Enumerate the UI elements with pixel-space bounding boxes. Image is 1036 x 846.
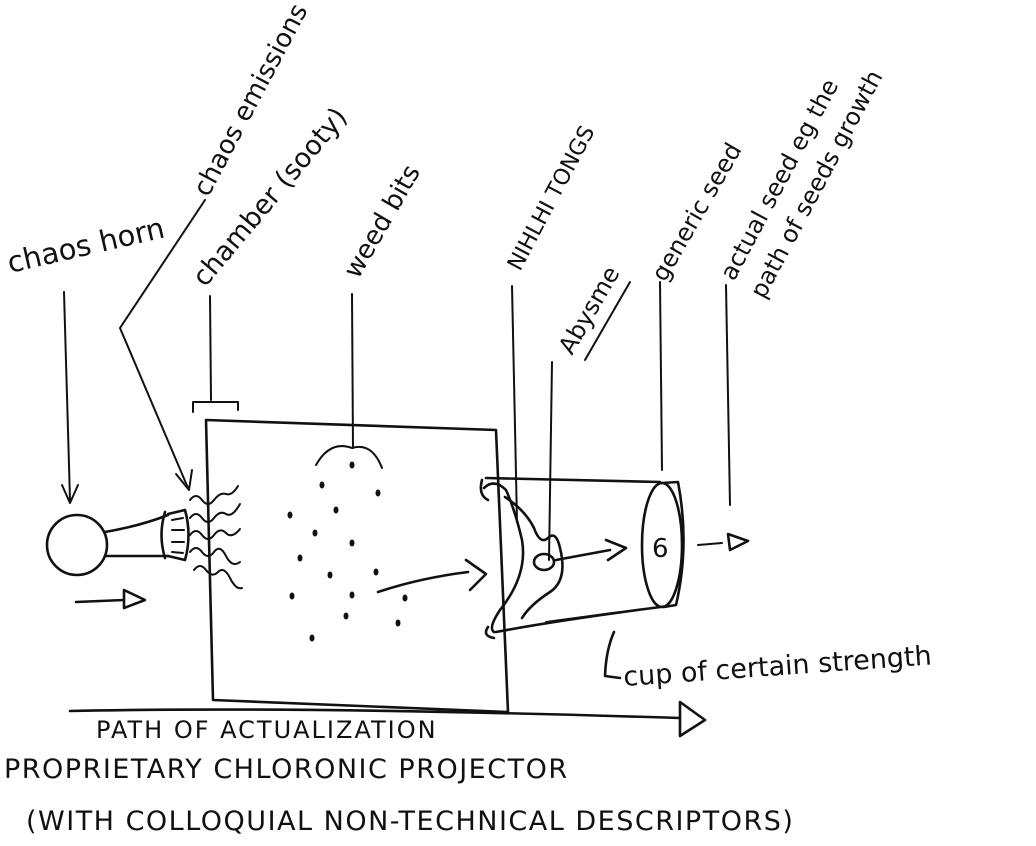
cup-flow-arrow <box>554 538 628 562</box>
chaos-horn-label: chaos horn <box>4 211 168 280</box>
cup-label-pointer <box>603 630 622 680</box>
path-of-actualization-arrow <box>68 700 707 738</box>
weed-bits-dots <box>287 461 408 642</box>
horn-direction-arrow <box>74 588 147 610</box>
cup-label: cup of certain strength <box>622 641 932 693</box>
path-label: PATH OF ACTUALIZATION <box>96 716 438 744</box>
chaos-horn <box>45 508 190 577</box>
pointer-lines <box>61 199 731 561</box>
diagram-title: PROPRIETARY CHLORONIC PROJECTOR <box>4 754 569 785</box>
seed-mark: 6 <box>652 534 669 564</box>
abysme-underline <box>584 281 631 361</box>
diagram-subtitle: (WITH COLLOQUIAL NON-TECHNICAL DESCRIPTO… <box>26 806 794 837</box>
cup-of-certain-strength <box>640 480 685 609</box>
nihlhi-tongs-label: NIHLHI TONGS <box>503 122 600 275</box>
chamber-flow-arrow <box>376 558 488 594</box>
abysme-bowl <box>503 495 564 620</box>
chamber-box <box>204 418 510 714</box>
nihlhi-tongs <box>479 476 670 640</box>
chaos-emission-waves <box>189 485 243 590</box>
weed-bits-label: weed bits <box>338 160 427 284</box>
output-arrow <box>697 532 750 552</box>
